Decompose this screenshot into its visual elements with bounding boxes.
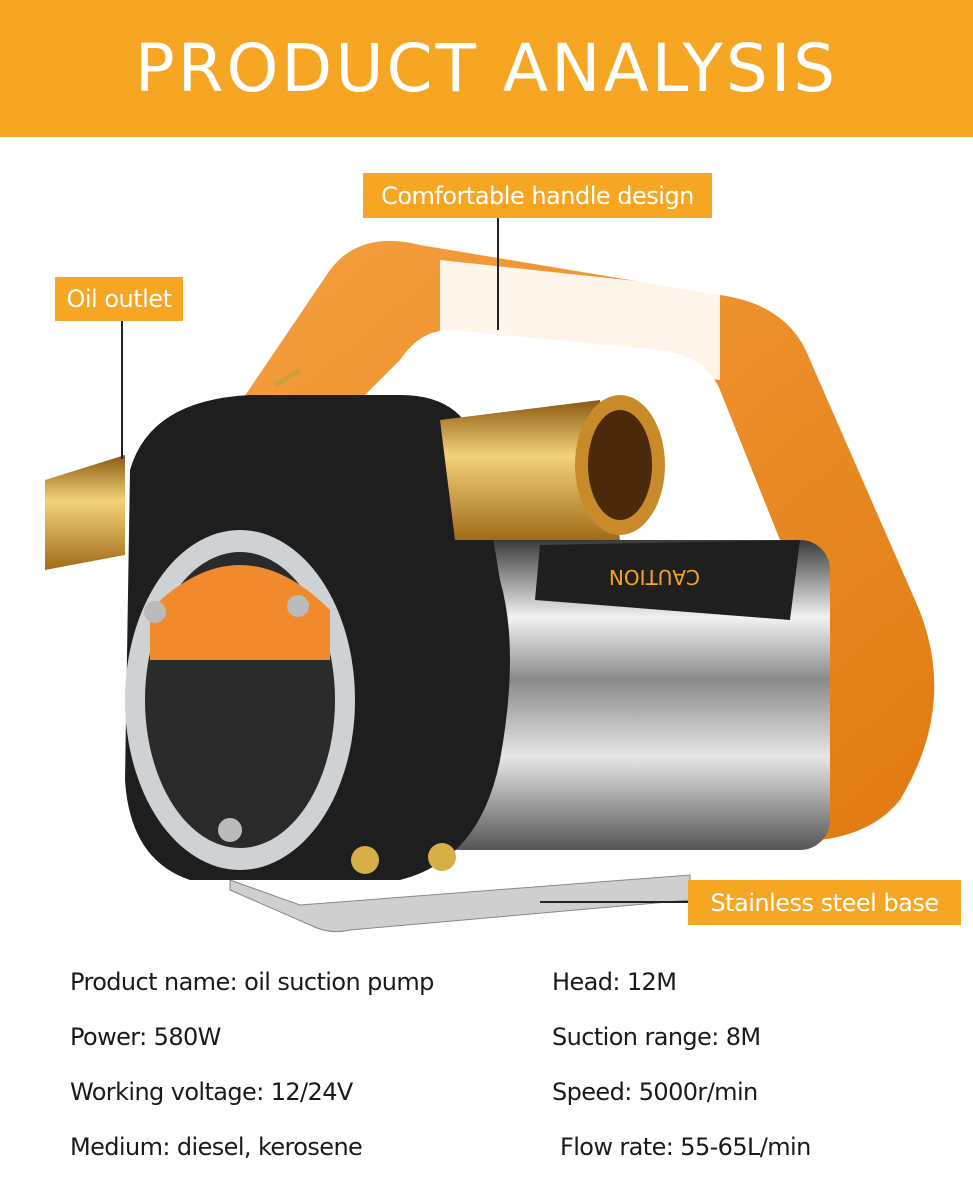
handle [215, 240, 935, 842]
spec-suction-range: Suction range: 8M [552, 1023, 761, 1051]
specifications: Product name: oil suction pump Power: 58… [0, 955, 973, 1175]
spec-head: Head: 12M [552, 968, 677, 996]
spec-voltage: Working voltage: 12/24V [70, 1078, 353, 1106]
spec-product-name: Product name: oil suction pump [70, 968, 434, 996]
page-title: PRODUCT ANALYSIS [134, 30, 839, 107]
spec-power: Power: 580W [70, 1023, 221, 1051]
spec-speed: Speed: 5000r/min [552, 1078, 758, 1106]
callout-oil-outlet: Oil outlet [55, 277, 183, 321]
base-leader-line [540, 901, 688, 903]
caution-label: CAUTION [609, 565, 700, 589]
handle-leader-line [497, 218, 499, 330]
stainless-base [229, 874, 691, 933]
title-banner: PRODUCT ANALYSIS [0, 0, 973, 137]
brass-inlet [440, 400, 620, 540]
callout-handle: Comfortable handle design [363, 173, 712, 218]
outlet-leader-line [121, 321, 123, 459]
oil-pump-illustration: CAUTION [45, 240, 935, 933]
motor-body [430, 540, 830, 850]
oil-outlet-fitting [45, 455, 125, 570]
spec-medium: Medium: diesel, kerosene [70, 1133, 363, 1161]
spec-flow-rate: Flow rate: 55-65L/min [560, 1133, 811, 1161]
callout-stainless-base: Stainless steel base [688, 880, 961, 925]
